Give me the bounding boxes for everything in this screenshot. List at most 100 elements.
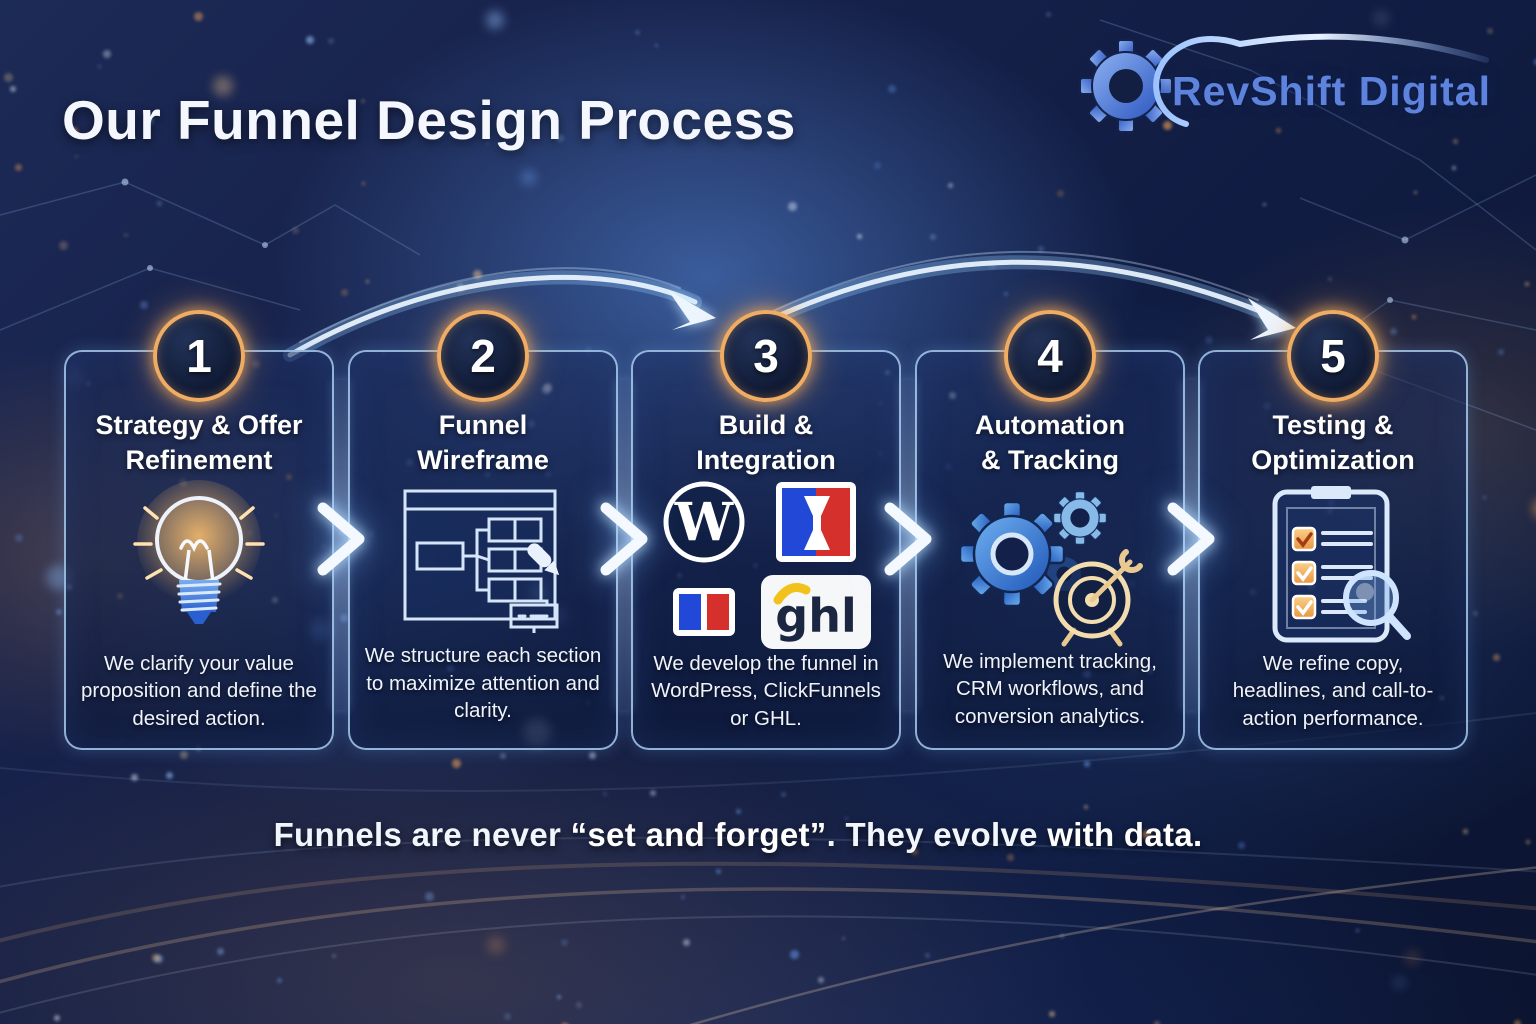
bokeh-particle bbox=[1205, 336, 1214, 345]
bokeh-particle bbox=[521, 170, 536, 185]
bokeh-particle bbox=[166, 772, 173, 779]
step-number-badge: 2 bbox=[437, 310, 529, 402]
bokeh-particle bbox=[341, 289, 349, 297]
bokeh-particle bbox=[1373, 10, 1389, 26]
step-card-build: 3 Build & Integration W bbox=[631, 310, 901, 750]
gear-logo-icon bbox=[1079, 33, 1489, 133]
gears-target-icon bbox=[958, 491, 1143, 647]
bokeh-particle bbox=[1483, 496, 1486, 499]
bokeh-particle bbox=[1390, 328, 1398, 336]
svg-text:W: W bbox=[674, 492, 735, 553]
bokeh-particle bbox=[292, 227, 299, 234]
bokeh-particle bbox=[1393, 976, 1407, 990]
bokeh-particle bbox=[500, 753, 507, 760]
bokeh-particle bbox=[157, 201, 162, 206]
ghl-logo-icon: ghl bbox=[761, 575, 871, 650]
bokeh-particle bbox=[888, 85, 897, 94]
bokeh-particle bbox=[124, 233, 128, 237]
brand-logo: RevShift Digital bbox=[1074, 28, 1494, 138]
bokeh-particle bbox=[155, 955, 163, 963]
page-title: Our Funnel Design Process bbox=[62, 89, 796, 151]
bokeh-particle bbox=[1060, 934, 1065, 939]
bokeh-particle bbox=[425, 892, 434, 901]
bokeh-particle bbox=[781, 792, 786, 797]
bokeh-particle bbox=[589, 752, 596, 759]
bokeh-particle bbox=[328, 38, 335, 45]
bokeh-particle bbox=[925, 953, 931, 959]
step-title: Build & Integration bbox=[696, 410, 836, 476]
pen-icon bbox=[527, 543, 560, 576]
bokeh-particle bbox=[486, 11, 504, 29]
step-card-wireframe: 2 Funnel Wireframe bbox=[348, 310, 618, 750]
bokeh-particle bbox=[842, 937, 845, 940]
bokeh-particle bbox=[788, 202, 797, 211]
bokeh-particle bbox=[1038, 246, 1044, 252]
bokeh-particle bbox=[790, 950, 799, 959]
bokeh-particle bbox=[818, 977, 824, 983]
bokeh-particle bbox=[1084, 761, 1091, 768]
step-number: 4 bbox=[1037, 330, 1063, 382]
bokeh-particle bbox=[457, 284, 465, 292]
bokeh-particle bbox=[1405, 950, 1421, 966]
bokeh-particle bbox=[332, 954, 336, 958]
bokeh-particle bbox=[54, 1015, 60, 1021]
bokeh-particle bbox=[874, 162, 882, 170]
step-number-badge: 5 bbox=[1287, 310, 1379, 402]
step-title: Funnel Wireframe bbox=[417, 410, 549, 476]
bokeh-particle bbox=[1328, 277, 1333, 282]
step-description: We clarify your value proposition and de… bbox=[81, 652, 317, 730]
bokeh-particle bbox=[1084, 805, 1088, 809]
bokeh-particle bbox=[683, 939, 690, 946]
wordpress-logo-icon: W bbox=[663, 481, 745, 563]
bokeh-particle bbox=[4, 73, 13, 82]
bokeh-particle bbox=[1453, 139, 1459, 145]
bokeh-particle bbox=[1057, 190, 1064, 197]
bokeh-particle bbox=[306, 36, 314, 44]
bokeh-particle bbox=[1498, 349, 1505, 356]
chevron-right-icon bbox=[313, 500, 371, 578]
bokeh-particle bbox=[15, 534, 23, 542]
bokeh-particle bbox=[1514, 1020, 1522, 1024]
bokeh-particle bbox=[103, 50, 111, 58]
step-title: Automation & Tracking bbox=[975, 410, 1125, 476]
network-nodes bbox=[121, 178, 1409, 303]
platform-logos: W ghl bbox=[660, 478, 872, 650]
chevron-right-icon bbox=[1163, 500, 1221, 578]
bokeh-particle bbox=[650, 790, 656, 796]
bokeh-particle bbox=[1007, 854, 1014, 861]
bokeh-particle bbox=[140, 301, 148, 309]
step-description: We structure each section to maximize at… bbox=[364, 644, 602, 722]
checklist-magnifier-icon bbox=[1272, 486, 1411, 643]
step-number-badge: 3 bbox=[720, 310, 812, 402]
divider-glass-bar bbox=[1183, 380, 1199, 710]
bokeh-particle bbox=[487, 936, 505, 954]
bokeh-particle bbox=[557, 995, 562, 1000]
lightbulb-icon bbox=[133, 480, 265, 625]
bokeh-particle bbox=[1004, 292, 1009, 297]
bokeh-particle bbox=[98, 65, 101, 68]
divider-glass-bar bbox=[616, 380, 632, 710]
bokeh-particle bbox=[10, 86, 16, 92]
step-description: We refine copy, headlines, and call-to-a… bbox=[1232, 652, 1434, 730]
bokeh-particle bbox=[576, 1002, 583, 1009]
step-card-automation: 4 Automation & Tracking bbox=[915, 310, 1185, 750]
bokeh-particle bbox=[635, 30, 641, 36]
step-number: 5 bbox=[1320, 330, 1346, 382]
divider-glass-bar bbox=[333, 380, 349, 710]
step-number: 3 bbox=[753, 330, 779, 382]
step-number: 1 bbox=[186, 330, 212, 382]
bokeh-particle bbox=[1525, 282, 1529, 286]
bokeh-particle bbox=[681, 895, 685, 899]
bokeh-particle bbox=[988, 260, 997, 269]
svg-text:ghl: ghl bbox=[775, 589, 856, 643]
step-description: We develop the funnel in WordPress, Clic… bbox=[651, 652, 881, 730]
chevron-right-icon bbox=[880, 500, 938, 578]
bokeh-particle bbox=[180, 751, 188, 759]
bokeh-particle bbox=[561, 939, 569, 947]
clickfunnels-badge-icon bbox=[673, 588, 735, 637]
bokeh-particle bbox=[131, 774, 138, 781]
bokeh-particle bbox=[217, 948, 224, 955]
step-card-strategy: 1 Strategy & Offer Refinement bbox=[64, 310, 334, 750]
bokeh-particle bbox=[152, 954, 161, 963]
